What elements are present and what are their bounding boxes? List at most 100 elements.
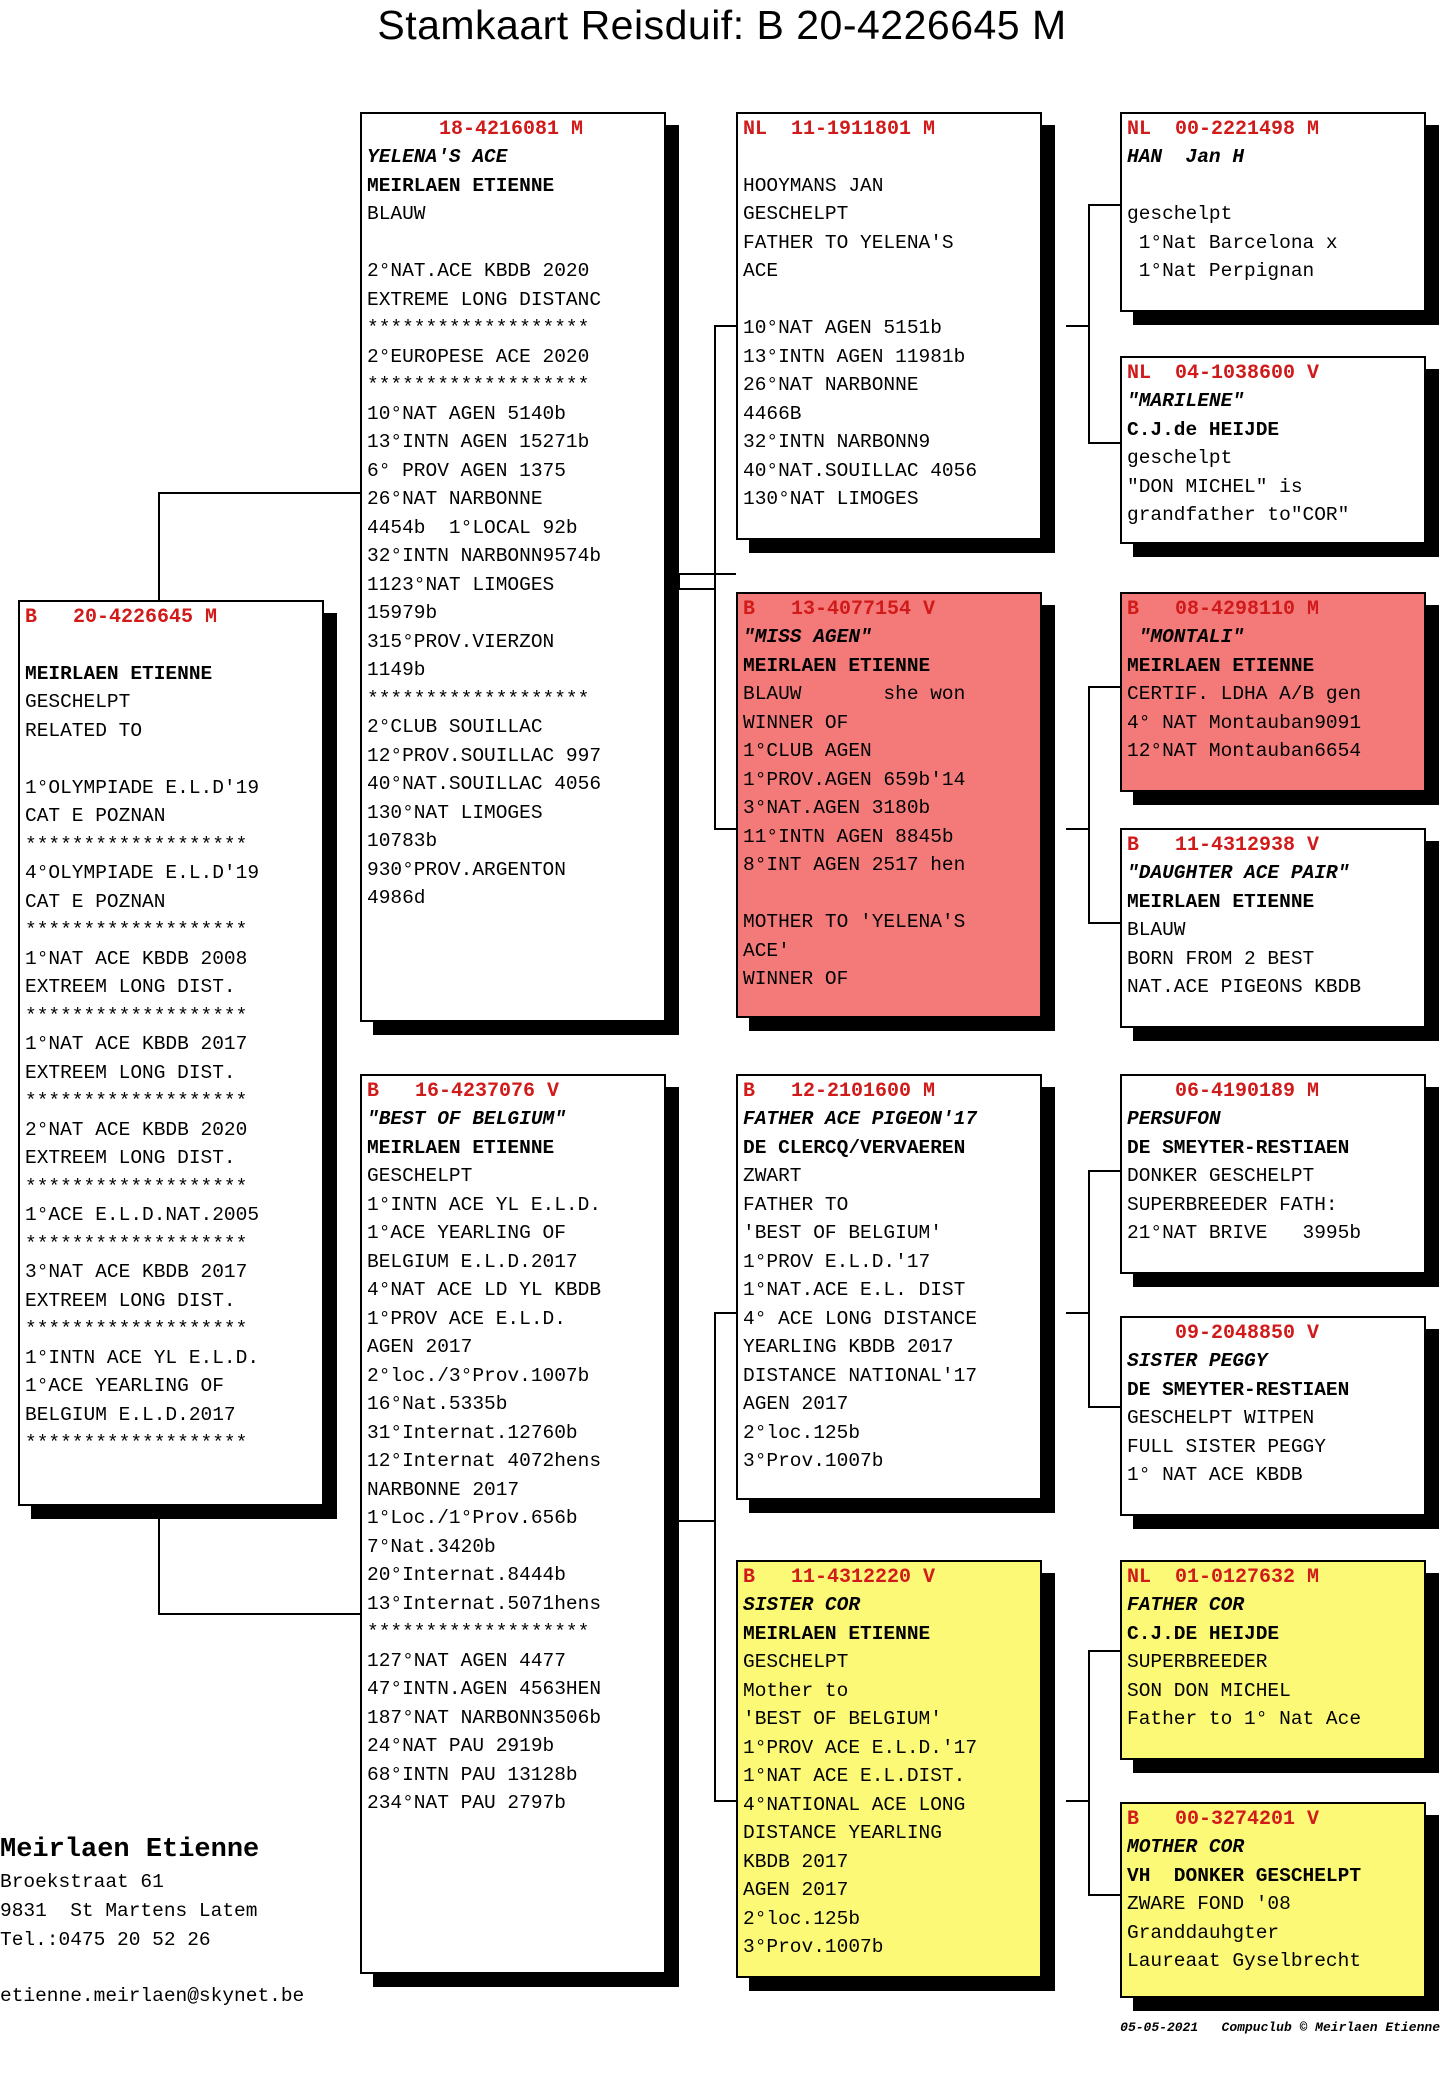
card-line	[743, 880, 1035, 909]
card-line: 1°NAT ACE KBDB 2017	[25, 1033, 248, 1055]
card-line: 4° NAT Montauban9091	[1127, 711, 1362, 734]
card-line: 4454b 1°LOCAL 92b	[367, 516, 578, 539]
card-line: *******************	[25, 1318, 248, 1340]
card-line: EXTREEM LONG DIST.	[25, 1147, 236, 1169]
card-line: 68°INTN PAU 13128b	[367, 1763, 578, 1786]
card-line: DONKER GESCHELPT	[1127, 1165, 1315, 1187]
card-line: WINNER OF	[743, 968, 849, 990]
card-line: HAN Jan H	[1127, 146, 1245, 168]
card-line: 1°Nat Perpignan	[1127, 260, 1315, 282]
connector-line	[1066, 1312, 1088, 1314]
card-line: 234°NAT PAU 2797b	[367, 1792, 566, 1814]
card-line: 1°Loc./1°Prov.656b	[367, 1507, 578, 1529]
card-line: *******************	[25, 1175, 248, 1198]
ring-number: B 08-4298110 M	[1127, 598, 1320, 621]
connector-line	[1088, 686, 1120, 688]
connector-line	[1088, 204, 1120, 206]
connector-line	[158, 492, 160, 602]
card-line: DE CLERCQ/VERVAEREN	[743, 1136, 966, 1159]
connector-line	[1088, 1894, 1120, 1896]
card-line: CAT E POZNAN	[25, 890, 166, 913]
connector-line	[1088, 1650, 1120, 1652]
card-line: SISTER PEGGY	[1127, 1350, 1268, 1372]
connector-line	[714, 1312, 736, 1314]
card-line: *******************	[367, 374, 590, 396]
card-line: 10°NAT AGEN 5140b	[367, 402, 566, 425]
card-line: "DON MICHEL" is	[1127, 475, 1303, 498]
card-line: NARBONNE 2017	[367, 1478, 520, 1501]
card-line: Father to 1° Nat Ace	[1127, 1708, 1362, 1730]
card-line: ZWART	[743, 1165, 802, 1187]
card-line: 21°NAT BRIVE 3995b	[1127, 1222, 1362, 1244]
card-line: 24°NAT PAU 2919b	[367, 1735, 555, 1757]
card-line: MEIRLAEN ETIENNE	[1127, 890, 1315, 913]
connector-line	[678, 1520, 714, 1522]
card-line: 31°Internat.12760b	[367, 1421, 578, 1444]
card-line: 3°Prov.1007b	[743, 1936, 884, 1958]
card-line: 4°NAT ACE LD YL KBDB	[367, 1279, 602, 1301]
owner-city: 9831 St Martens Latem	[0, 1900, 258, 1922]
card-line: 7°Nat.3420b	[367, 1535, 496, 1558]
ring-number: B 11-4312938 V	[1127, 834, 1320, 857]
card-line: 10783b	[367, 830, 438, 852]
card-line: 12°PROV.SOUILLAC 997	[367, 744, 602, 767]
connector-line	[714, 1800, 736, 1802]
card-line: 2°NAT.ACE KBDB 2020	[367, 260, 590, 282]
card-line: 'BEST OF BELGIUM'	[743, 1708, 942, 1730]
card-line: SON DON MICHEL	[1127, 1679, 1291, 1702]
card-line: 1°ACE YEARLING OF	[367, 1222, 566, 1244]
card-line: *******************	[25, 833, 248, 856]
card-line: 13°INTN AGEN 15271b	[367, 431, 590, 453]
connector-line	[714, 325, 736, 327]
card-line: AGEN 2017	[367, 1336, 473, 1358]
card-line: Mother to	[743, 1679, 849, 1702]
card-line: 2°loc.125b	[743, 1421, 861, 1444]
card-line: grandfather to"COR"	[1127, 504, 1350, 526]
owner-address-block: Meirlaen Etienne Broekstraat 61 9831 St …	[0, 1832, 259, 1955]
card-line: 47°INTN.AGEN 4563HEN	[367, 1678, 602, 1700]
card-line: GESCHELPT	[367, 1165, 473, 1187]
ring-number: B 16-4237076 V	[367, 1080, 560, 1103]
card-line: EXTREME LONG DISTANC	[367, 288, 602, 311]
card-line: WINNER OF	[743, 711, 849, 734]
card-line: *******************	[25, 1232, 248, 1255]
card-line: 12°NAT Montauban6654	[1127, 740, 1362, 762]
card-line: 930°PROV.ARGENTON	[367, 858, 566, 881]
connector-line	[1088, 442, 1120, 444]
card-line: 1°CLUB AGEN	[743, 740, 872, 762]
card-line: 3°Prov.1007b	[743, 1450, 884, 1472]
card-line: FATHER TO	[743, 1193, 849, 1216]
card-line: BLAUW	[1127, 919, 1186, 941]
card-line: "BEST OF BELGIUM"	[367, 1108, 566, 1130]
card-line: 26°NAT NARBONNE	[367, 488, 543, 510]
owner-name: Meirlaen Etienne	[0, 1835, 260, 1865]
card-line: Granddauhgter	[1127, 1921, 1280, 1944]
card-line: 32°INTN NARBONN9	[743, 431, 931, 453]
card-line: *******************	[367, 1621, 590, 1643]
card-line: 1°ACE E.L.D.NAT.2005	[25, 1204, 260, 1226]
connector-line	[714, 1312, 716, 1802]
card-line: 4°NATIONAL ACE LONG	[743, 1793, 966, 1816]
connector-line	[1088, 922, 1120, 924]
card-line: 130°NAT LIMOGES	[367, 801, 543, 824]
card-line: 2°loc./3°Prov.1007b	[367, 1364, 590, 1387]
card-line: FULL SISTER PEGGY	[1127, 1435, 1326, 1458]
card-line: BELGIUM E.L.D.2017	[367, 1250, 578, 1273]
card-line: *******************	[25, 1432, 248, 1454]
card-line: 4466B	[743, 402, 802, 425]
card-line: 32°INTN NARBONN9574b	[367, 545, 602, 567]
card-line: 1°NAT ACE E.L.DIST.	[743, 1765, 966, 1787]
card-line: 1149b	[367, 659, 426, 681]
card-line: 4°OLYMPIADE E.L.D'19	[25, 862, 260, 884]
connector-line	[1088, 1650, 1090, 1896]
card-line: GESCHELPT	[743, 203, 849, 225]
footer-credit: 05-05-2021 Compuclub © Meirlaen Etienne	[1120, 2020, 1440, 2035]
card-line: 40°NAT.SOUILLAC 4056	[743, 459, 978, 482]
card-line: SUPERBREEDER	[1127, 1651, 1268, 1673]
card-line: FATHER COR	[1127, 1594, 1245, 1616]
card-line: HOOYMANS JAN	[743, 174, 884, 197]
